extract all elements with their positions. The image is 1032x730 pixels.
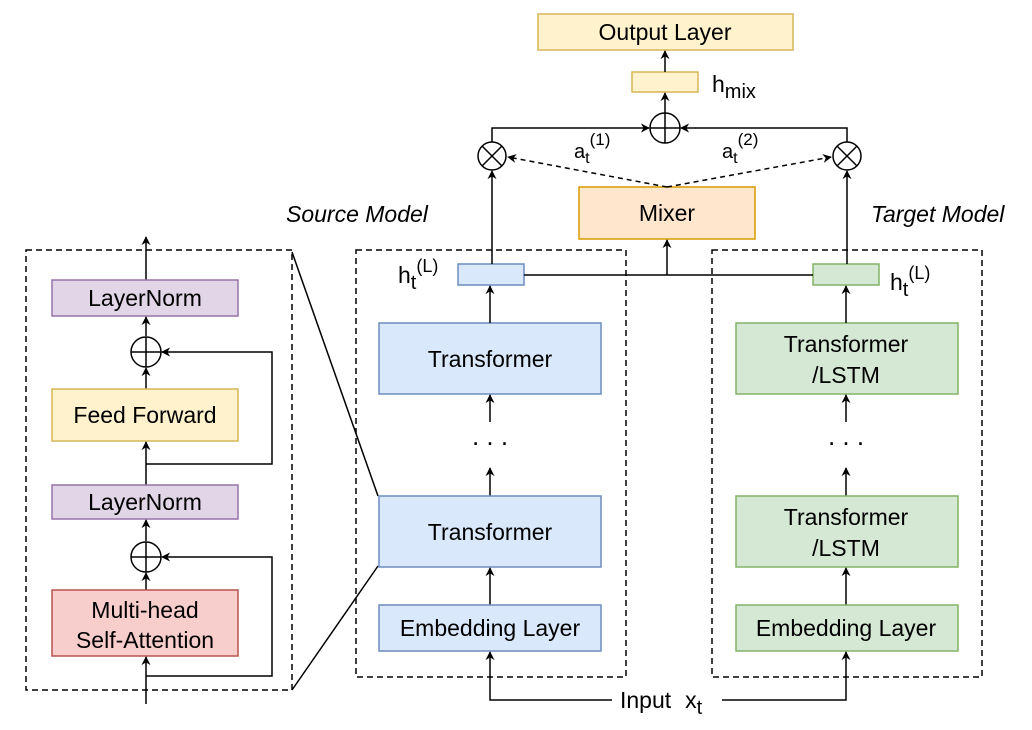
arrow-multiply-source-to-sum xyxy=(491,123,650,142)
source-transformer-bottom xyxy=(378,495,602,568)
output-layer-label: Output Layer xyxy=(599,19,732,45)
sum-circle-mix xyxy=(649,112,681,144)
target-hidden-box xyxy=(812,263,880,286)
target-block-bottom-line2: /LSTM xyxy=(812,535,880,561)
source-hidden-box xyxy=(457,263,525,286)
detail-feed-forward-label: Feed Forward xyxy=(73,402,216,428)
target-block-bottom-line1: Transformer xyxy=(784,504,909,530)
detail-attention-box xyxy=(51,589,239,657)
target-embedding-box xyxy=(735,604,959,652)
detail-layernorm-bottom-label: LayerNorm xyxy=(88,489,202,515)
hmix-box xyxy=(631,71,699,93)
source-transformer-top-label: Transformer xyxy=(428,346,553,372)
detail-layernorm-bottom xyxy=(51,484,239,520)
weight-a1-label: at(1) xyxy=(574,130,610,167)
target-model-title: Target Model xyxy=(871,201,1005,227)
target-block-top xyxy=(735,322,959,395)
source-model-container xyxy=(355,249,627,678)
hmix-label: hmix xyxy=(712,71,756,103)
arrow-multiply-target-to-sum xyxy=(680,123,848,142)
source-model-title: Source Model xyxy=(286,201,429,227)
target-dots: . . . xyxy=(828,421,864,451)
zoom-line-bottom xyxy=(291,565,379,691)
target-hidden-label: ht(L) xyxy=(890,263,930,301)
detail-attention-line1: Multi-head xyxy=(91,597,198,623)
target-block-top-line2: /LSTM xyxy=(812,362,880,388)
output-layer-box xyxy=(537,13,794,51)
source-transformer-bottom-label: Transformer xyxy=(428,519,553,545)
detail-residual-top xyxy=(146,347,273,465)
source-embedding-box xyxy=(378,604,602,652)
target-block-top-line1: Transformer xyxy=(784,331,909,357)
dashed-arrow-a2 xyxy=(666,154,832,188)
detail-sum-circle-top xyxy=(130,336,162,368)
multiply-circle-target xyxy=(832,141,862,171)
weight-a2-label: at(2) xyxy=(722,130,758,167)
detail-residual-bottom xyxy=(146,552,273,677)
detail-feed-forward xyxy=(51,388,239,442)
detail-attention-line2: Self-Attention xyxy=(76,627,214,653)
mixer-label: Mixer xyxy=(639,200,696,226)
detail-container xyxy=(25,249,293,691)
target-embedding-label: Embedding Layer xyxy=(756,615,937,641)
source-embedding-label: Embedding Layer xyxy=(400,615,581,641)
zoom-line-top xyxy=(291,251,379,497)
detail-layernorm-top-label: LayerNorm xyxy=(88,285,202,311)
arrow-input-to-target xyxy=(722,651,851,701)
multiply-circle-source xyxy=(477,141,507,171)
source-dots: . . . xyxy=(472,421,508,451)
detail-sum-circle-bottom xyxy=(130,541,162,573)
source-hidden-label: ht(L) xyxy=(398,256,438,294)
source-transformer-top xyxy=(378,322,602,395)
target-block-bottom xyxy=(735,495,959,568)
arrow-input-to-source xyxy=(485,651,612,701)
detail-layernorm-top xyxy=(51,279,239,317)
